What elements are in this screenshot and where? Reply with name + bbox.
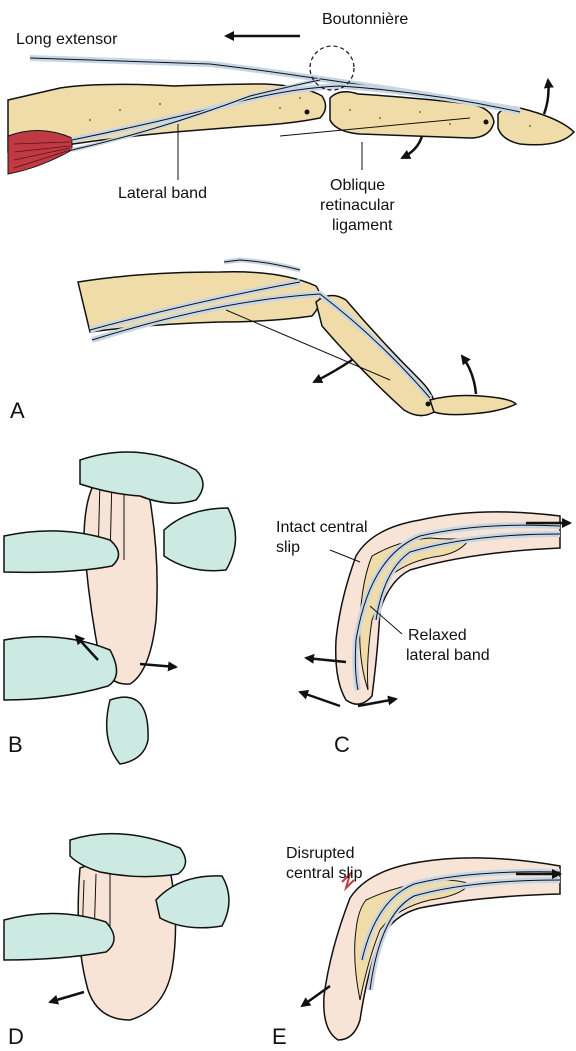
panel-d: D: [4, 834, 229, 1049]
label-relaxed-2: lateral band: [406, 647, 490, 664]
examiner-hand-lower: [107, 697, 148, 764]
label-oblique-1: Oblique: [330, 177, 385, 194]
distal-phalanx-bone-2: [430, 396, 516, 415]
arrow-d-left: [50, 992, 84, 1002]
arrow-c-lower-left: [300, 692, 340, 706]
panel-letter-c: C: [334, 732, 350, 757]
examiner-thumb-right: [164, 508, 236, 571]
label-intact-2: slip: [276, 539, 300, 556]
examiner-thumb-left: [4, 531, 119, 573]
label-intact-1: Intact central: [276, 519, 368, 536]
label-disrupted-1: Disrupted: [286, 845, 354, 862]
label-oblique-3: ligament: [332, 217, 393, 234]
panel-letter-d: D: [8, 1024, 24, 1049]
ext-arrow-tip: [544, 80, 549, 114]
panel-e: Disrupted central slip E: [272, 845, 560, 1049]
examiner-thumb-d-left: [4, 913, 114, 960]
label-oblique-2: retinacular: [320, 197, 395, 214]
panel-letter-a: A: [10, 398, 25, 423]
arrow-b-right: [140, 664, 176, 667]
label-boutonniere: Boutonnière: [322, 11, 408, 28]
ext-arrow-lower: [462, 356, 476, 394]
panel-b: B: [4, 452, 236, 764]
examiner-thumb-lower: [4, 637, 117, 700]
label-long-extensor: Long extensor: [16, 31, 118, 48]
label-disrupted-2: central slip: [286, 865, 363, 882]
panel-a-flexed-finger: A: [10, 260, 516, 423]
panel-a-extended-finger: Long extensor Boutonnière Lateral band O…: [8, 11, 574, 234]
flex-arrow-dip: [402, 136, 422, 158]
label-lateral-band: Lateral band: [118, 185, 207, 202]
panel-letter-e: E: [272, 1024, 287, 1049]
dip-joint-dot: [484, 120, 489, 125]
pip-joint-dot: [305, 110, 310, 115]
flex-arrow-lower: [314, 360, 352, 382]
label-relaxed-1: Relaxed: [408, 627, 467, 644]
panel-c: Intact central slip Relaxed lateral band…: [276, 512, 570, 757]
panel-letter-b: B: [8, 732, 23, 757]
